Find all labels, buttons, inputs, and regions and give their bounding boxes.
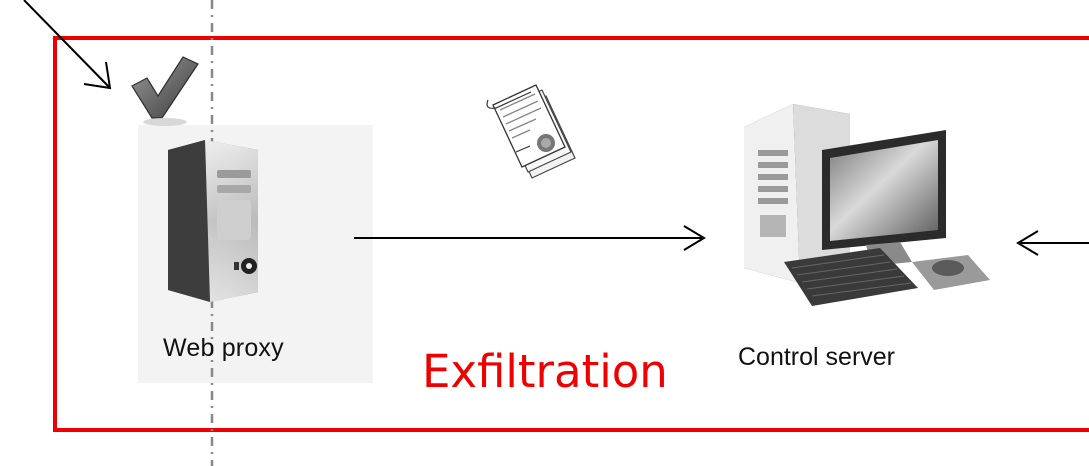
web-proxy-label: Web proxy [163, 334, 284, 362]
network-boundary [53, 36, 1089, 432]
control-server-label: Control server [738, 343, 895, 371]
desktop-computer-icon [744, 104, 990, 306]
incoming-arrow-top-left [23, 0, 112, 90]
exfiltration-label: Exfiltration [422, 345, 668, 398]
exfiltration-arrow [354, 225, 706, 251]
checkmark-icon [131, 56, 199, 126]
server-tower-icon [168, 140, 258, 302]
incoming-arrow-right [1016, 230, 1089, 256]
document-stack-icon [486, 84, 576, 179]
